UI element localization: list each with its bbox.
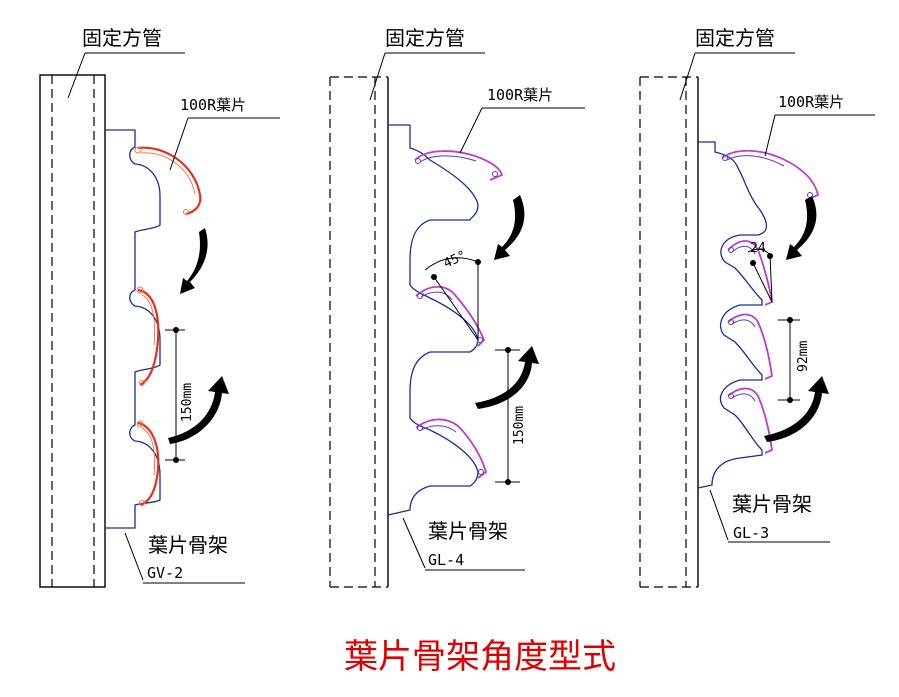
blade-middle: [136, 286, 160, 386]
blade-frame: [105, 129, 161, 529]
curved-arrow-down: [786, 196, 817, 260]
blade-top: [134, 146, 202, 216]
panel-gv-2: 固定方管 100R葉片: [39, 26, 280, 588]
blade-top: [414, 150, 504, 181]
fixed-tube: [329, 76, 389, 588]
frame-label: 葉片骨架: [732, 492, 812, 516]
spacing-dimension: 150mm: [495, 347, 527, 485]
diagram-caption: 葉片骨架角度型式: [344, 637, 616, 677]
spacing-label: 92mm: [796, 341, 811, 372]
curved-arrow-up: [168, 376, 229, 444]
curved-arrow-down: [180, 228, 208, 294]
angle-dimension: 24: [747, 241, 773, 303]
blade-frame: [697, 141, 768, 489]
blade-lower: [415, 418, 488, 479]
blade-label: 100R葉片: [487, 86, 553, 104]
blade-middle: [415, 285, 486, 347]
blade-label: 100R葉片: [778, 93, 844, 111]
blade-2: [727, 240, 774, 306]
fixed-tube-label: 固定方管: [82, 26, 162, 50]
fixed-tube: [639, 76, 699, 588]
frame-label: 葉片骨架: [428, 519, 508, 543]
frame-code: GL-3: [733, 524, 769, 542]
fixed-tube-label: 固定方管: [695, 26, 775, 50]
fixed-tube: [39, 74, 106, 588]
blade-lower: [136, 420, 160, 507]
spacing-dimension: 150mm: [165, 327, 195, 463]
blade-4: [727, 387, 773, 454]
blade-label: 100R葉片: [180, 96, 246, 114]
angle-label: 24: [750, 241, 766, 256]
spacing-label: 150mm: [180, 383, 195, 422]
fixed-tube-label: 固定方管: [385, 26, 465, 50]
spacing-dimension: 92mm: [778, 317, 811, 403]
curved-arrow-down: [494, 195, 525, 260]
blade-3: [727, 313, 773, 380]
frame-code: GV-2: [147, 564, 183, 582]
panel-gl-3: 固定方管: [639, 26, 875, 588]
panel-gl-4: 固定方管 45: [329, 26, 585, 588]
frame-code: GL-4: [428, 551, 464, 569]
blade-top: [721, 149, 820, 201]
curved-arrow-up: [764, 376, 829, 442]
angle-label: 45°: [441, 248, 469, 272]
spacing-label: 150mm: [512, 406, 527, 445]
curved-arrow-up: [475, 346, 539, 409]
frame-label: 葉片骨架: [148, 533, 228, 557]
